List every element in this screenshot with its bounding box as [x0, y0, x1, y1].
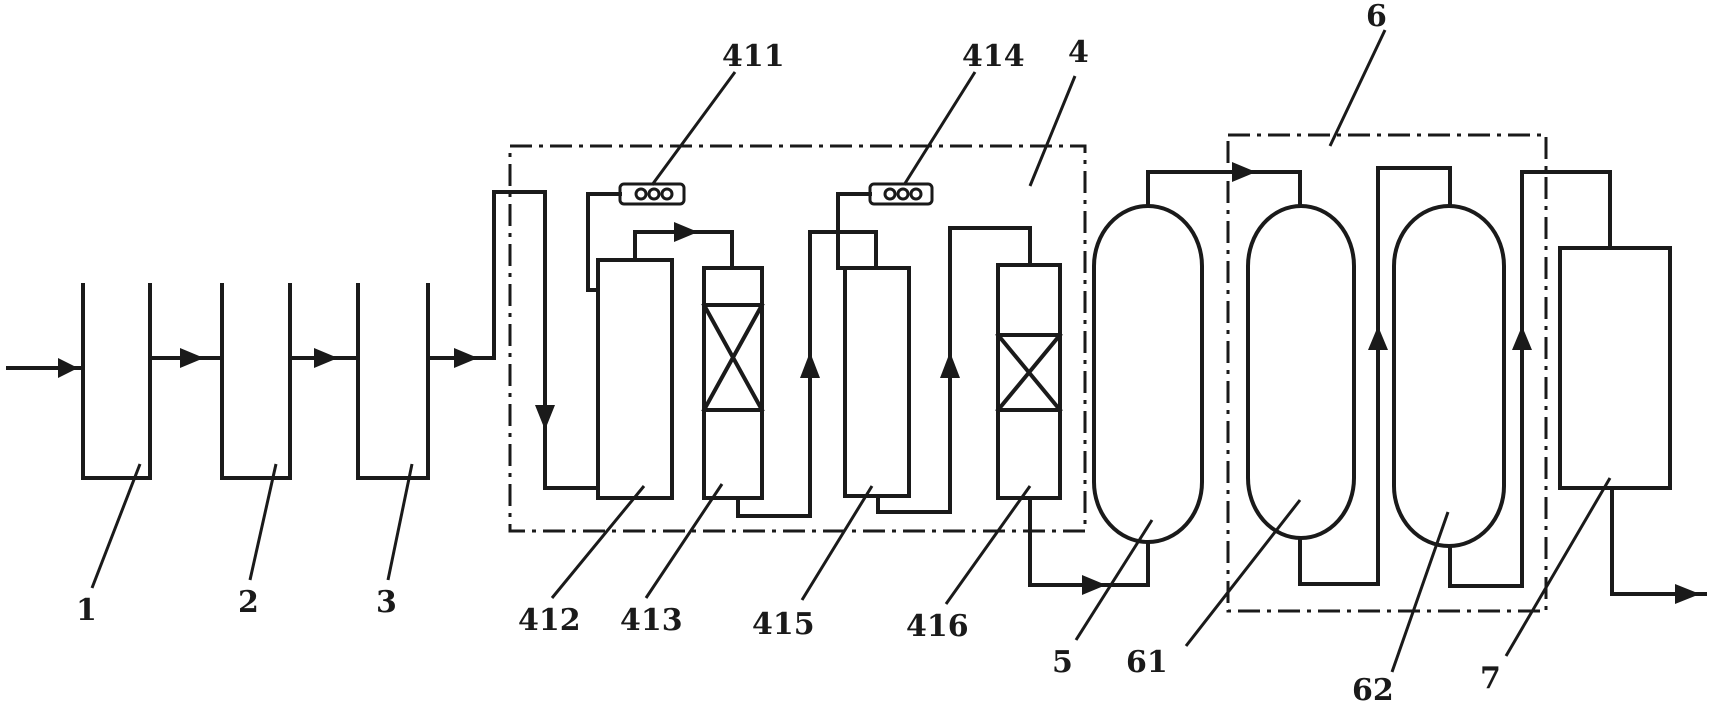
- unit-7: [1558, 246, 1672, 490]
- unit-416: [995, 263, 1063, 500]
- line-3-4: [426, 190, 600, 490]
- leader-lines: [90, 29, 1612, 673]
- line-62-7: [1448, 170, 1612, 588]
- unit-1: [81, 283, 152, 480]
- arrow-3-4: [454, 348, 478, 368]
- arrow-up-413-415: [800, 352, 820, 378]
- group-4-boundary: [508, 144, 1087, 533]
- label-4: 4: [1068, 35, 1089, 70]
- label-6: 6: [1366, 0, 1387, 34]
- label-411: 411: [722, 39, 785, 74]
- arrow-412-413: [674, 222, 698, 242]
- label-413: 413: [620, 603, 683, 638]
- unit-2: [220, 283, 292, 480]
- vessel-5: [1092, 204, 1204, 544]
- label-7: 7: [1480, 661, 1501, 696]
- group-6-boundary: [1226, 133, 1548, 613]
- line-411-412: [586, 192, 622, 292]
- label-415: 415: [752, 607, 815, 642]
- label-62: 62: [1352, 673, 1394, 703]
- arrow-1-2: [180, 348, 204, 368]
- line-61-62: [1298, 166, 1452, 586]
- label-5: 5: [1052, 645, 1073, 680]
- arrow-inlet: [58, 358, 78, 378]
- vessel-61: [1246, 204, 1356, 540]
- arrow-up-415-416: [940, 352, 960, 378]
- arrow-outlet: [1675, 584, 1700, 604]
- arrow-416-5: [1082, 575, 1106, 595]
- device-411: [618, 182, 686, 206]
- line-5-61: [1146, 170, 1302, 208]
- vessel-62: [1392, 204, 1506, 548]
- label-416: 416: [906, 609, 969, 644]
- arrow-up-62-7: [1512, 326, 1532, 350]
- arrow-up-61-62: [1368, 326, 1388, 350]
- label-2: 2: [238, 585, 259, 620]
- label-3: 3: [376, 585, 397, 620]
- outlet-line: [1610, 486, 1707, 596]
- unit-413: [701, 266, 765, 500]
- arrow-2-3: [314, 348, 338, 368]
- line-414-415: [836, 192, 872, 270]
- unit-3: [356, 283, 430, 480]
- unit-415: [843, 266, 911, 498]
- label-61: 61: [1126, 645, 1168, 680]
- label-412: 412: [518, 603, 581, 638]
- unit-412: [596, 258, 674, 500]
- device-414: [868, 182, 934, 206]
- label-1: 1: [76, 593, 97, 628]
- label-414: 414: [962, 39, 1025, 74]
- arrow-5-61: [1232, 162, 1256, 182]
- arrow-down-4: [535, 405, 555, 430]
